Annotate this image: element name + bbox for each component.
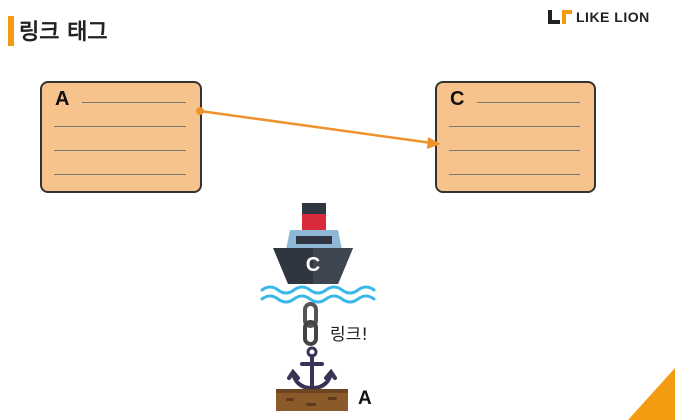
document-line	[54, 150, 186, 151]
anchor-label: A	[358, 388, 372, 409]
link-arrow	[196, 107, 441, 149]
ship-label: C	[306, 254, 320, 276]
document-c: C	[435, 81, 596, 193]
document-line	[54, 126, 186, 127]
document-line	[449, 174, 580, 175]
document-line	[449, 126, 580, 127]
document-line	[82, 102, 186, 103]
chain-link-icon	[303, 302, 318, 346]
document-a-label: A	[55, 88, 70, 110]
logo-mark-icon	[548, 10, 572, 24]
anchor-icon	[287, 346, 337, 391]
likelion-logo: LIKE LION	[548, 9, 650, 25]
link-caption: 링크!	[330, 325, 369, 345]
document-c-label: C	[450, 88, 465, 110]
page-title: 링크 태그	[19, 20, 108, 45]
logo-text: LIKE LION	[576, 9, 650, 25]
corner-accent	[628, 368, 675, 420]
document-a: A	[40, 81, 202, 193]
document-line	[449, 150, 580, 151]
title-accent-bar	[8, 16, 14, 46]
document-line	[477, 102, 580, 103]
document-line	[54, 174, 186, 175]
ground-icon	[276, 389, 348, 411]
ship-icon: C	[273, 203, 353, 284]
waves-icon	[260, 285, 376, 304]
